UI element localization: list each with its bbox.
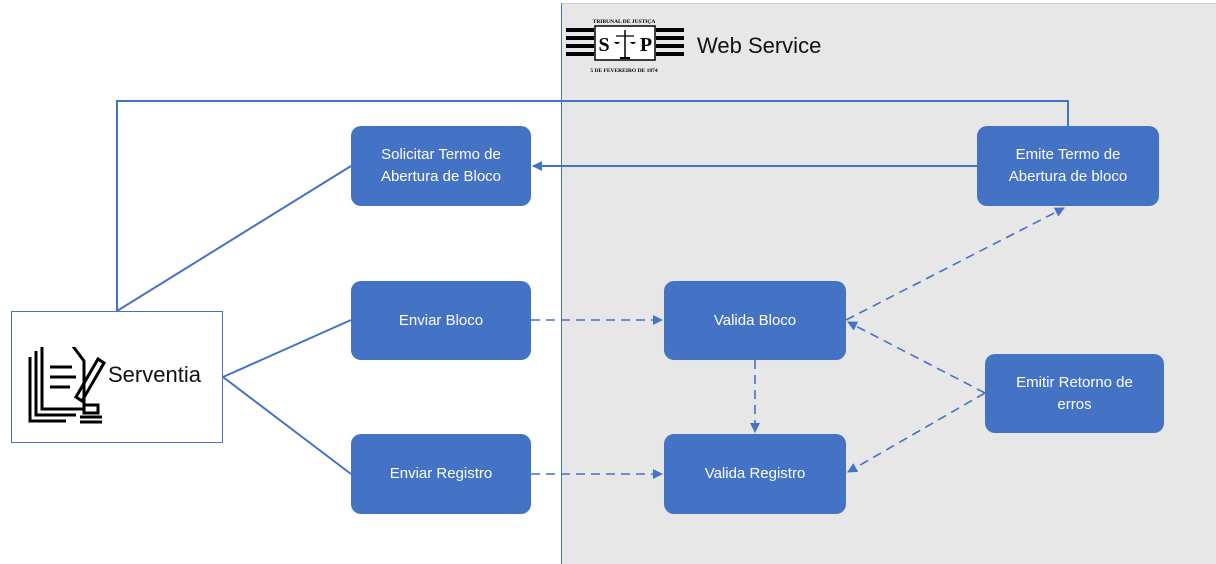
tjsp-seal-logo: TRIBUNAL DE JUSTIÇA S P 5 DE FEVEREIRO D… — [566, 19, 684, 74]
solicitar-termo-label: Solicitar Termo de Abertura de Bloco — [380, 146, 502, 185]
valida-bloco-box: Valida Bloco — [664, 281, 846, 360]
arrow-retorno-to-valida-registro — [847, 392, 986, 473]
connector-serventia-enviar-bloco — [222, 319, 352, 378]
enviar-bloco-label: Enviar Bloco — [398, 311, 484, 329]
emitir-retorno-label: Emitir Retorno de erros — [1016, 373, 1133, 413]
seal-letter-s: S — [598, 34, 609, 56]
valida-registro-box: Valida Registro — [664, 434, 846, 514]
arrow-retorno-to-valida-bloco — [847, 321, 986, 394]
connector-serventia-solicitar — [116, 165, 352, 312]
enviar-registro-box: Enviar Registro — [351, 434, 531, 514]
enviar-bloco-box: Enviar Bloco — [351, 281, 531, 360]
emite-termo-box: Emite Termo de Abertura de bloco — [977, 126, 1159, 206]
document-stamp-icon — [28, 347, 107, 424]
web-service-title: Web Service — [697, 33, 822, 58]
enviar-registro-label: Enviar Registro — [389, 465, 493, 482]
emitir-retorno-box: Emitir Retorno de erros — [985, 354, 1164, 433]
serventia-node: Serventia — [11, 311, 223, 443]
valida-bloco-label: Valida Bloco — [713, 311, 797, 329]
seal-letter-p: P — [640, 34, 652, 56]
connector-serventia-enviar-registro — [222, 376, 352, 475]
solicitar-termo-box: Solicitar Termo de Abertura de Bloco — [351, 126, 531, 206]
seal-top-text: TRIBUNAL DE JUSTIÇA — [593, 19, 656, 25]
arrow-valida-bloco-to-emite — [845, 207, 1065, 321]
serventia-label: Serventia — [108, 362, 201, 387]
emite-termo-label: Emite Termo de Abertura de bloco — [1008, 146, 1128, 185]
valida-registro-label: Valida Registro — [704, 465, 806, 482]
connector-serventia-emite — [116, 100, 1069, 311]
seal-bottom-text: 5 DE FEVEREIRO DE 1874 — [590, 68, 657, 74]
